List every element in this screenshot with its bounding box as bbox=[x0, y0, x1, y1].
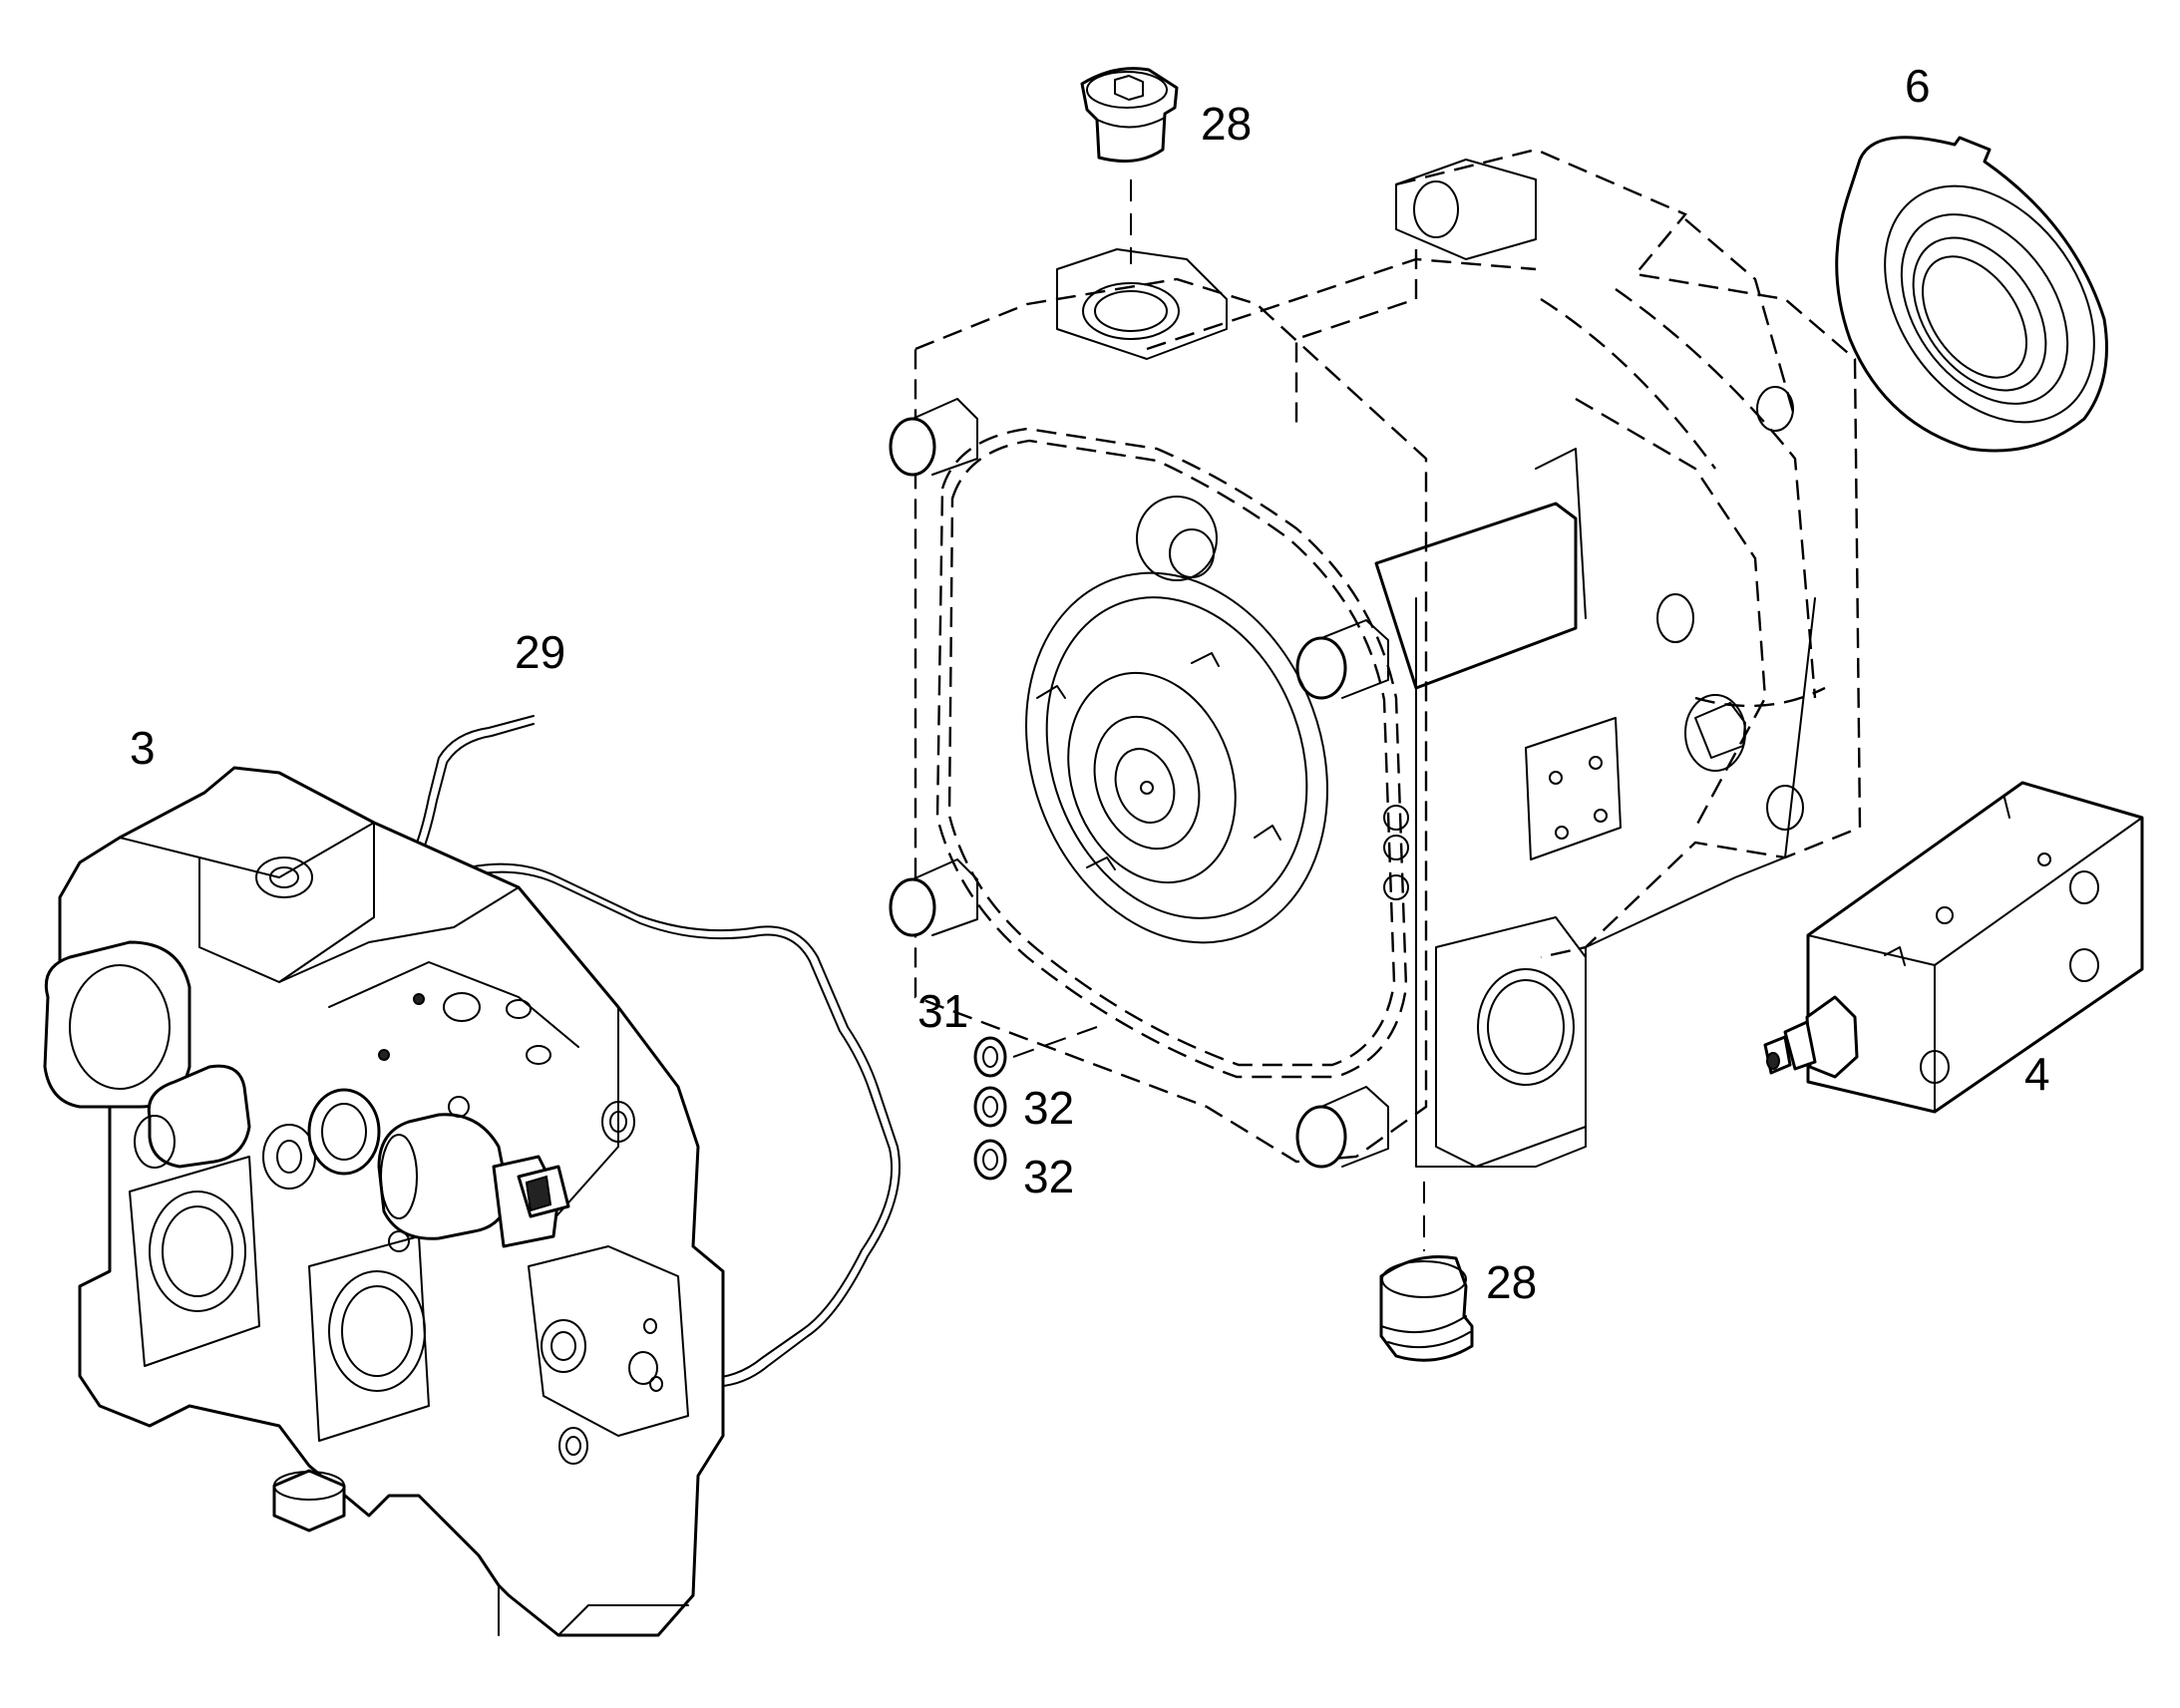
leader-orings bbox=[1012, 1026, 1098, 1058]
callout-29: 29 bbox=[515, 626, 565, 678]
plug-top bbox=[1080, 67, 1179, 164]
callout-6: 6 bbox=[1905, 60, 1931, 112]
callout-28-top: 28 bbox=[1201, 98, 1252, 150]
plug-bottom bbox=[1379, 1254, 1474, 1362]
o-rings bbox=[973, 1036, 1007, 1181]
callout-28-bottom: 28 bbox=[1486, 1256, 1537, 1308]
callout-3: 3 bbox=[130, 722, 156, 774]
shaft-seal bbox=[1835, 136, 2108, 453]
pump-housing bbox=[889, 148, 1862, 1169]
valve-block bbox=[1763, 781, 2144, 1114]
callout-32-b: 32 bbox=[1023, 1151, 1074, 1202]
callout-31: 31 bbox=[917, 985, 968, 1037]
control-valve-assembly bbox=[43, 766, 725, 1637]
callout-4: 4 bbox=[2024, 1048, 2050, 1100]
callout-32-a: 32 bbox=[1023, 1082, 1074, 1134]
